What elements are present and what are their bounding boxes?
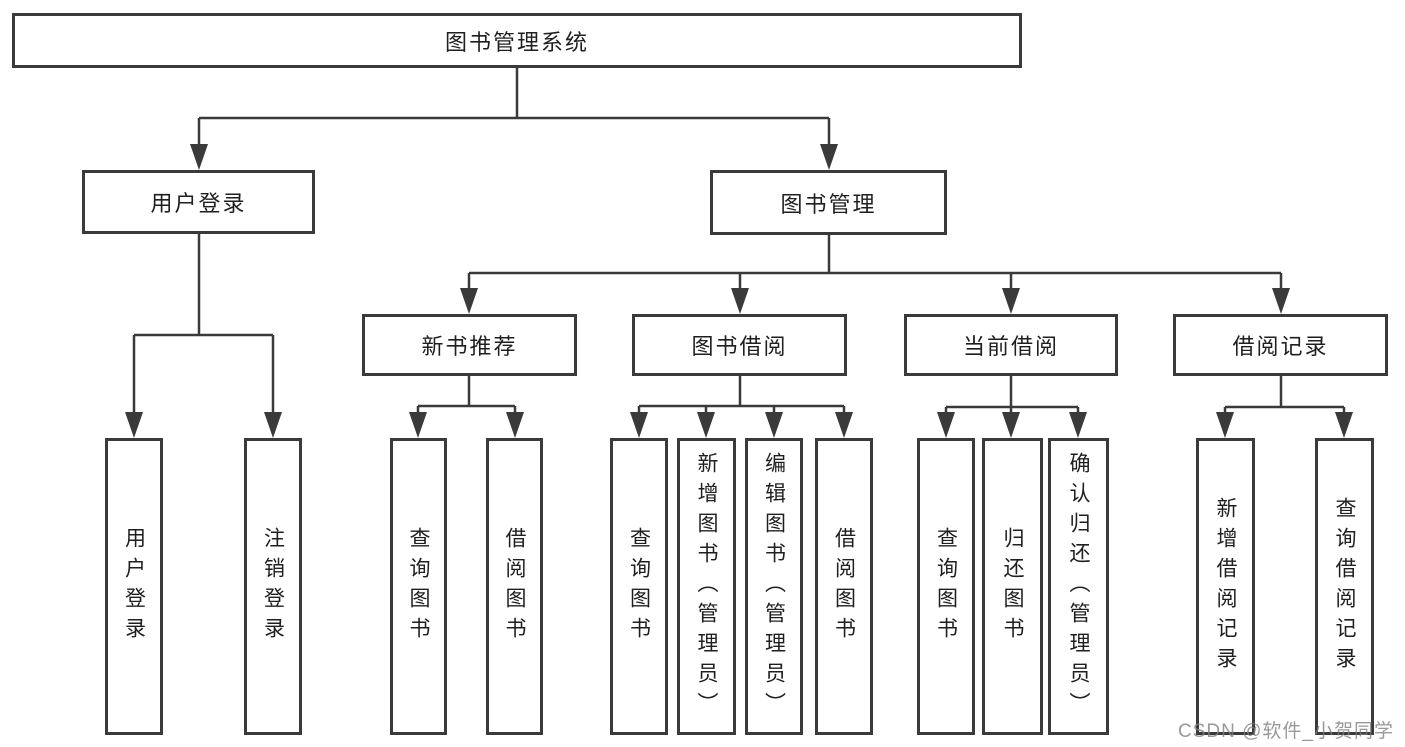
node-label: 注销登录: [261, 526, 285, 647]
node-label: 确认归还（管理员）: [1067, 451, 1090, 722]
leaf-borrow-book-under-recommendation: 借阅图书: [486, 438, 543, 735]
connector-borrow-records-children: [1223, 376, 1346, 414]
node-label: 新增图书（管理员）: [695, 451, 718, 722]
connector-book-borrow-children: [637, 376, 846, 414]
leaf-edit-book-admin: 编辑图书（管理员）: [745, 438, 803, 735]
node-root-system: 图书管理系统: [12, 13, 1022, 68]
arrowheads-user-login-children: [125, 412, 282, 438]
node-label: 查询图书: [407, 526, 430, 647]
connector-book-mgmt-children: [467, 235, 1283, 290]
node-label: 查询借阅记录: [1333, 496, 1356, 677]
connector-user-login-children: [132, 234, 275, 414]
arrowheads-borrow-records-children: [1216, 412, 1353, 438]
leaf-confirm-return-admin: 确认归还（管理员）: [1048, 438, 1109, 735]
node-label: 编辑图书（管理员）: [762, 451, 786, 722]
leaf-query-book-under-recommendation: 查询图书: [390, 438, 447, 735]
node-book-borrowing: 图书借阅: [632, 314, 847, 376]
arrowheads-current-borrow-children: [937, 412, 1087, 438]
node-label: 借阅图书: [503, 526, 526, 647]
leaf-logout: 注销登录: [244, 438, 302, 735]
connector-current-borrow-children: [944, 376, 1080, 414]
arrowheads-level3: [460, 288, 1290, 314]
leaf-return-book: 归还图书: [982, 438, 1043, 735]
leaf-borrow-book-under-borrowing: 借阅图书: [815, 438, 873, 735]
connector-root-to-level2: [197, 68, 831, 146]
leaf-add-book-admin: 新增图书（管理员）: [677, 438, 736, 735]
node-label: 新书推荐: [421, 334, 518, 359]
leaf-add-borrow-record: 新增借阅记录: [1196, 438, 1255, 735]
node-label: 用户登录: [122, 526, 146, 647]
leaf-query-book-under-borrowing: 查询图书: [610, 438, 668, 735]
node-book-management: 图书管理: [710, 170, 947, 235]
node-user-login: 用户登录: [82, 170, 315, 234]
node-label: 借阅图书: [832, 526, 856, 647]
csdn-watermark: CSDN @软件_小贺同学: [1178, 721, 1394, 742]
node-label: 图书管理系统: [444, 29, 589, 55]
arrowheads-level2: [190, 144, 838, 170]
node-new-book-recommendation: 新书推荐: [362, 314, 577, 376]
leaf-user-login: 用户登录: [105, 438, 163, 735]
node-label: 当前借阅: [962, 334, 1059, 359]
leaf-query-borrow-record: 查询借阅记录: [1315, 438, 1374, 735]
node-label: 借阅记录: [1232, 334, 1329, 359]
node-label: 新增借阅记录: [1214, 496, 1237, 677]
connector-new-book-rec-children: [416, 376, 517, 414]
arrowheads-book-borrow-children: [630, 412, 853, 438]
node-label: 图书管理: [780, 191, 877, 217]
node-label: 用户登录: [150, 191, 247, 216]
node-label: 图书借阅: [691, 334, 788, 359]
arrowheads-new-book-rec-children: [409, 412, 524, 438]
node-current-borrowing: 当前借阅: [904, 314, 1118, 376]
node-label: 查询图书: [627, 526, 651, 647]
node-borrowing-records: 借阅记录: [1173, 314, 1388, 376]
leaf-query-book-under-current: 查询图书: [917, 438, 975, 735]
node-label: 归还图书: [1001, 526, 1024, 647]
node-label: 查询图书: [934, 526, 958, 647]
